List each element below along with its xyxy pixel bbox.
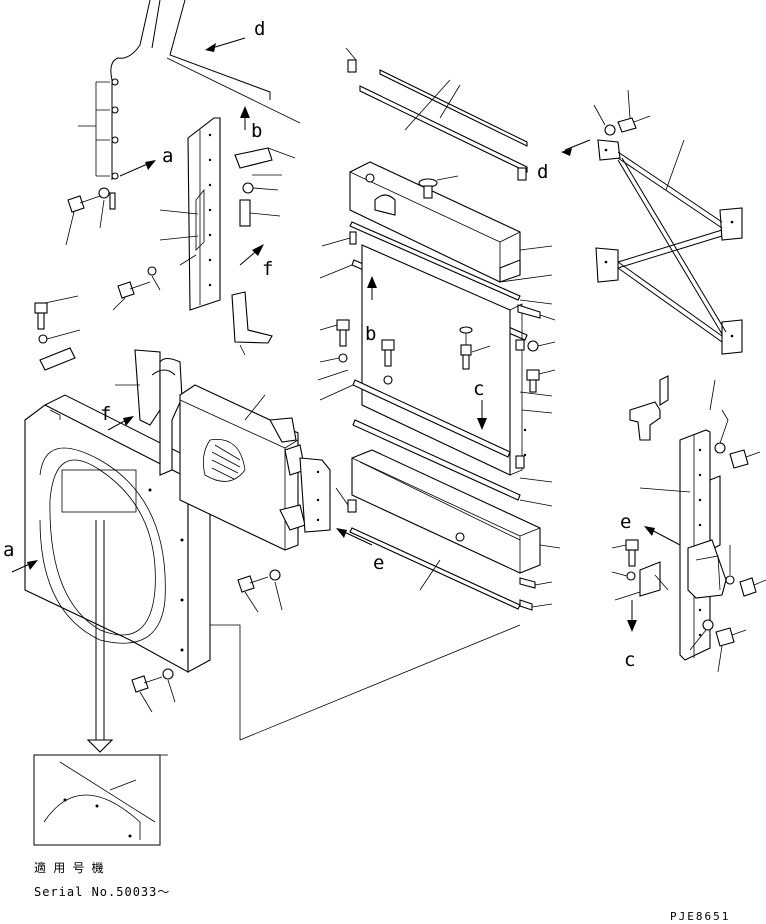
top-rails [345, 47, 528, 181]
label-e-mid: e [373, 552, 384, 574]
bracket-lower-left [231, 291, 273, 356]
side-plate [299, 457, 331, 533]
bolt-washer-left [65, 187, 110, 246]
upper-gasket [349, 221, 553, 305]
x-brace [595, 139, 743, 355]
lower-rails [335, 487, 553, 611]
bolt-shroud-lower [131, 668, 176, 713]
side-stay-hose [115, 349, 183, 476]
right-stay-bolts [689, 419, 766, 673]
right-stay-assembly [629, 375, 729, 661]
radiator-core [361, 244, 553, 476]
label-f-upper: f [262, 258, 273, 280]
right-lower-bracket [611, 539, 669, 632]
bracket-upper-small [234, 106, 296, 227]
leader-e-right [644, 526, 681, 546]
core-right-brackets [515, 304, 556, 397]
label-a-left: a [3, 539, 14, 561]
lower-seal-strips [319, 379, 553, 507]
label-a-top: a [162, 145, 173, 167]
bolt-core-lower [237, 569, 283, 613]
connector-line-lower [210, 624, 521, 741]
upper-tank [349, 161, 553, 283]
inset-caption-serial: Serial No.50033～ [34, 885, 170, 899]
leader-f-left [107, 416, 134, 431]
label-b-upper: b [251, 120, 262, 142]
leader-to-inset [86, 520, 114, 753]
side-stay-upper [159, 117, 221, 311]
label-e-right: e [620, 511, 631, 533]
leader-a-upper [119, 160, 156, 177]
drawing-code: PJE8651 [670, 910, 730, 923]
bolt-stay-upper [112, 266, 161, 311]
core-left-bolts [317, 319, 395, 385]
label-b-mid: b [365, 323, 376, 345]
inset-caption: 適 用 号 機 Serial No.50033～ [34, 860, 170, 899]
label-d-top: d [254, 18, 265, 40]
aftercooler-core [179, 384, 306, 551]
lower-tank [351, 449, 561, 574]
inset-detail [33, 754, 168, 846]
label-d-right: d [537, 161, 548, 183]
leader-f-upper [239, 244, 264, 266]
core-center-bolts [459, 326, 491, 370]
hose-clamp-assembly [78, 0, 301, 210]
leader-d-top [205, 37, 246, 52]
bolt-shroud-top [34, 295, 81, 344]
label-f-left: f [100, 403, 111, 425]
arrow-labels: d b a f f a b c d e e c [3, 18, 635, 671]
label-c-right: c [624, 649, 635, 671]
bolt-brace-top [593, 89, 651, 136]
leader-e-mid [336, 528, 373, 546]
leader-a-left [11, 560, 38, 573]
label-c-mid: c [473, 378, 484, 400]
inset-caption-japanese: 適 用 号 機 [34, 860, 104, 875]
leader-d-right [561, 139, 591, 156]
